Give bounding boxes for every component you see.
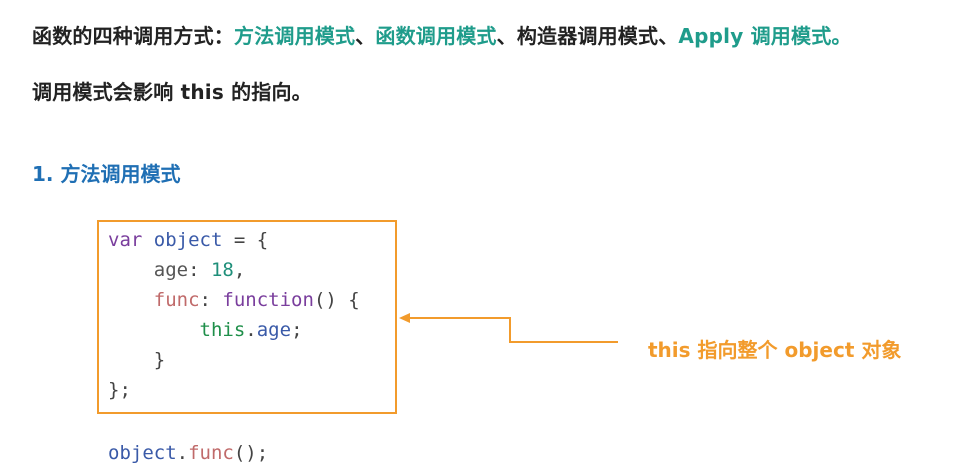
code-keyword-var: var — [108, 229, 143, 251]
code-call-rest: (); — [233, 442, 269, 464]
code-block: var object = { age: 18, func: function()… — [108, 225, 360, 405]
section-title: 1. 方法调用模式 — [32, 162, 181, 186]
code-close-brace-outer: }; — [108, 379, 131, 401]
code-semicolon: ; — [291, 319, 303, 341]
code-highlight-box — [97, 220, 397, 414]
code-identifier-age: age — [256, 319, 292, 341]
mode-function: 函数调用模式 — [375, 24, 497, 48]
mode-apply: Apply 调用模式。 — [678, 24, 852, 48]
mode-method: 方法调用模式 — [234, 24, 356, 48]
code-comma: , — [233, 259, 246, 281]
code-close-brace-inner: } — [153, 349, 166, 371]
code-call-func: func — [188, 442, 234, 464]
code-line3-rest: () { — [313, 289, 360, 311]
intro-prefix: 函数的四种调用方式： — [32, 24, 234, 48]
mode-constructor: 构造器调用模式、 — [516, 24, 679, 48]
intro-sep-1: 、 — [355, 24, 376, 48]
code-this: this — [199, 319, 246, 341]
code-colon-1: : — [188, 259, 211, 281]
intro-line: 函数的四种调用方式：方法调用模式、函数调用模式、构造器调用模式、Apply 调用… — [32, 20, 852, 49]
code-keyword-function: function — [222, 289, 314, 311]
code-prop-age: age — [153, 259, 189, 281]
code-call-line: object.func(); — [108, 438, 268, 468]
code-call-object: object — [108, 442, 177, 464]
annotation-text: this 指向整个 object 对象 — [648, 338, 902, 362]
code-prop-func: func — [153, 289, 200, 311]
code-call-dot: . — [176, 442, 189, 464]
subline: 调用模式会影响 this 的指向。 — [32, 80, 312, 104]
code-identifier-object: object — [153, 229, 223, 251]
code-colon-2: : — [199, 289, 223, 311]
intro-sep-2: 、 — [496, 24, 517, 48]
code-number-18: 18 — [210, 259, 234, 281]
code-line1-rest: = { — [222, 229, 269, 251]
code-dot: . — [245, 319, 257, 341]
